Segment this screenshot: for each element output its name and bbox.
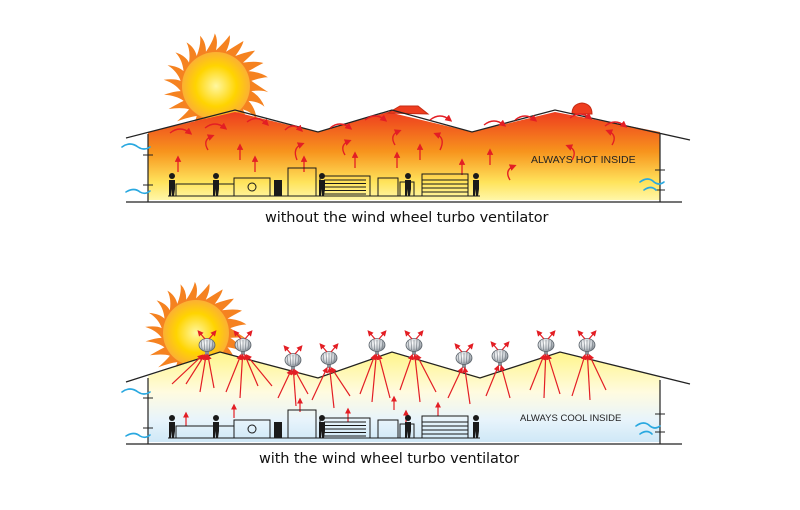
turbine-ventilator-icon: [198, 338, 216, 355]
breeze-icon: [121, 143, 665, 195]
breeze-icon: [121, 388, 661, 439]
caption-without-ventilator: without the wind wheel turbo ventilator: [265, 210, 549, 226]
turbine-ventilator-icon: [578, 338, 596, 355]
turbine-ventilator-icon: [537, 338, 555, 355]
building-roof-outline: [125, 351, 691, 385]
turbine-ventilator-icon: [491, 349, 509, 366]
inside-label-hot: ALWAYS HOT INSIDE: [531, 154, 636, 166]
turbine-ventilator-icon: [455, 351, 473, 368]
building-interior-hot: [148, 112, 660, 200]
inside-label-cool: ALWAYS COOL INSIDE: [520, 413, 621, 424]
building-roof-outline: [125, 109, 691, 141]
factory-machinery: [168, 167, 480, 197]
turbine-ventilator-icon: [234, 338, 252, 355]
panel-with-ventilator: ALWAYS COOL INSIDE: [121, 281, 691, 445]
rising-heat-arrows: [174, 143, 494, 175]
turbine-ventilator-icon: [405, 338, 423, 355]
exhaust-air-arrows: [171, 330, 607, 426]
turbo-ventilators: [198, 338, 596, 370]
hot-air-circulation-arrows: [169, 112, 628, 181]
turbine-ventilator-icon: [368, 338, 386, 355]
building-interior-cool: [148, 352, 660, 442]
panel-without-ventilator: ALWAYS HOT INSIDE: [121, 33, 691, 203]
turbine-ventilator-icon: [284, 353, 302, 370]
factory-machinery: [168, 409, 480, 439]
caption-with-ventilator: with the wind wheel turbo ventilator: [259, 451, 519, 467]
roof-vent-top-2: [571, 102, 593, 115]
turbine-ventilator-icon: [320, 351, 338, 368]
